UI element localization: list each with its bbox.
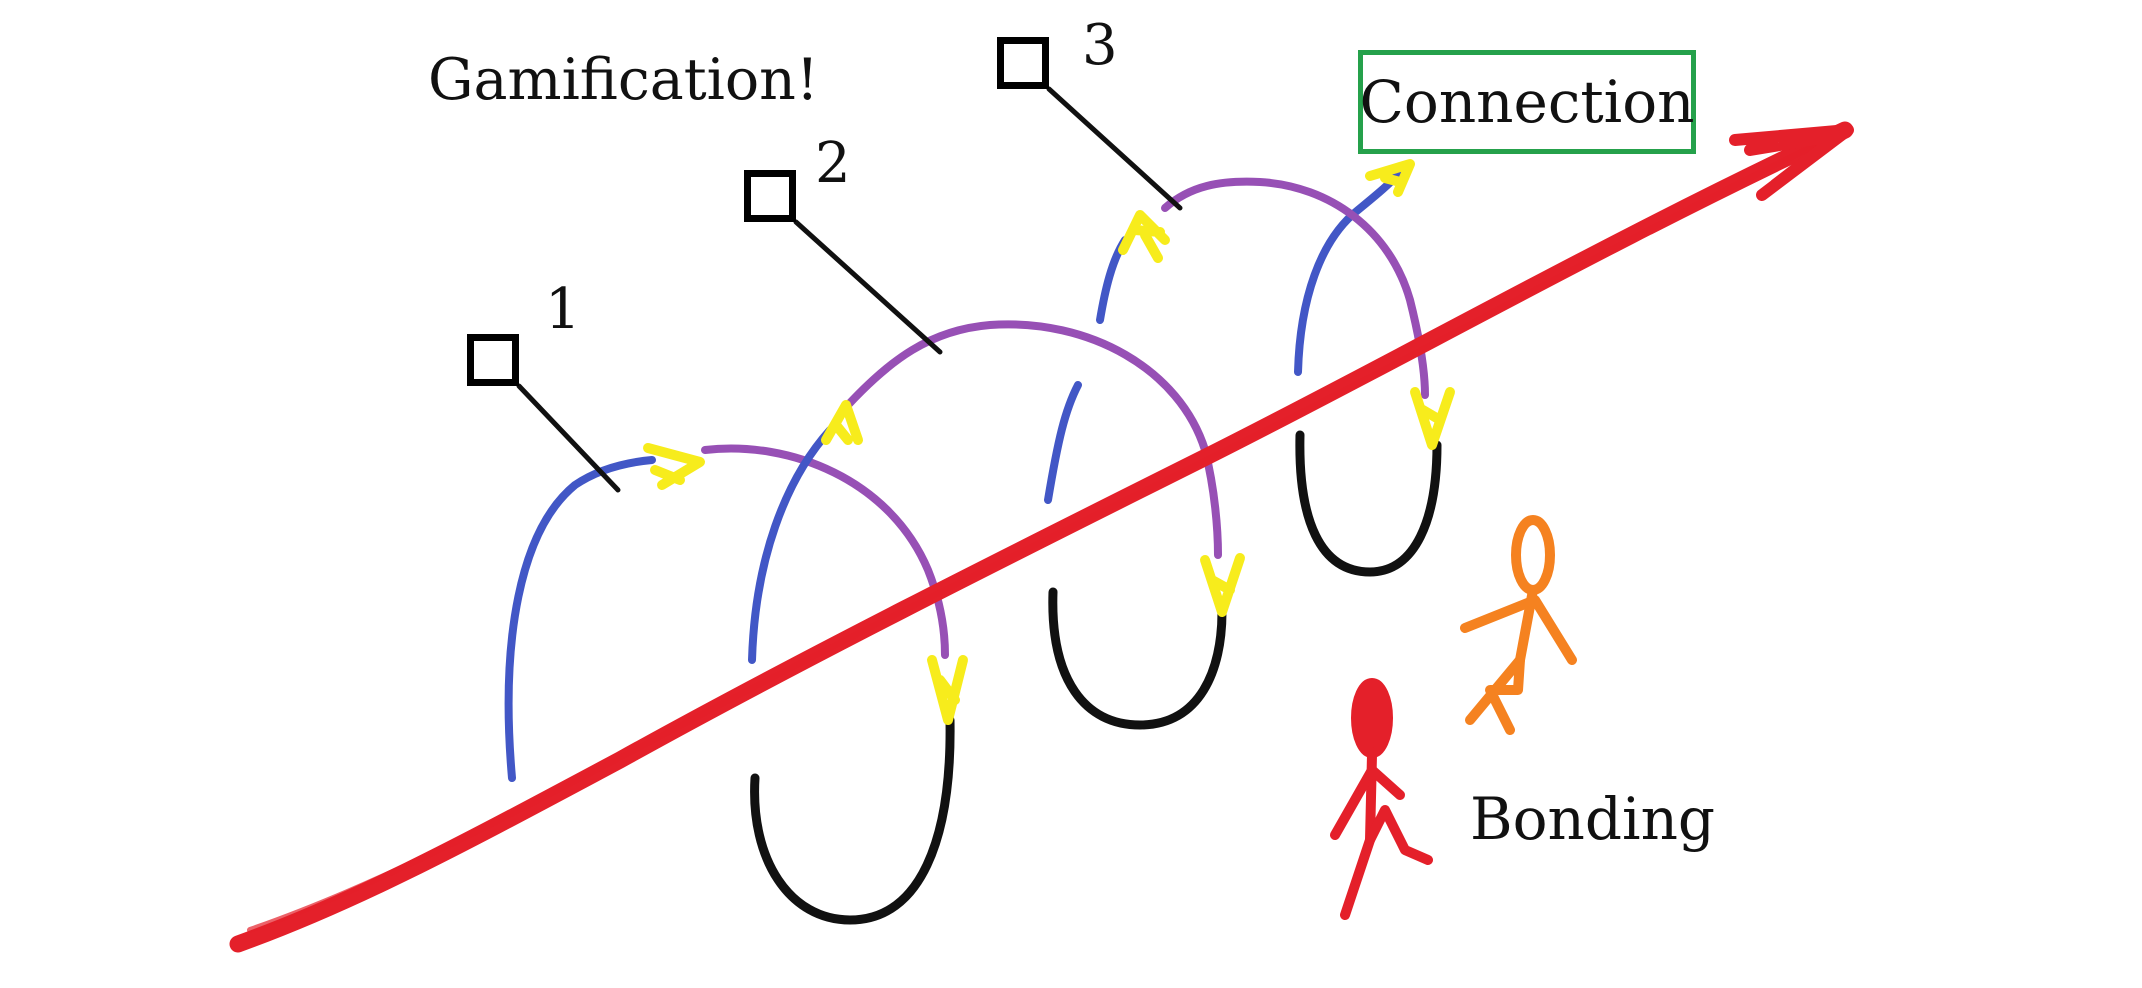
- loop-3-black-bottom: [1295, 430, 1442, 577]
- orange-figure-head: [1511, 515, 1555, 595]
- step-3-checkbox[interactable]: [997, 37, 1049, 89]
- loop-1: [504, 443, 968, 925]
- loop-1-arrowhead-down: [927, 655, 968, 725]
- gamification-label: Gamification!: [428, 47, 819, 113]
- red-trend-arrow-icon: [229, 121, 1854, 953]
- loop-2: [748, 320, 1245, 730]
- connection-label: Connection: [1359, 68, 1695, 136]
- loop-2-arrowhead-down: [1200, 553, 1245, 617]
- red-stick-figure-icon: [1330, 678, 1433, 920]
- step-1-number: 1: [545, 277, 581, 342]
- orange-figure-legs: [1465, 655, 1525, 735]
- leader-line-3: [1046, 86, 1183, 211]
- step-3-number: 3: [1082, 13, 1118, 78]
- leader-line-1: [516, 383, 621, 493]
- orange-figure-arms: [1460, 595, 1577, 665]
- step-2-checkbox[interactable]: [744, 170, 796, 222]
- loop-2-black-bottom: [1048, 587, 1227, 730]
- trend-arrow-head: [1729, 124, 1854, 201]
- bonding-label: Bonding: [1470, 785, 1716, 853]
- loop-1-arrowhead-top: [643, 443, 705, 490]
- loop-2-blue-rise: [748, 426, 834, 664]
- loop-3-arrowhead-down: [1410, 387, 1455, 450]
- orange-stick-figure-icon: [1460, 515, 1577, 735]
- loop-2-arrowhead-top: [821, 400, 863, 445]
- step-1-checkbox[interactable]: [467, 334, 519, 386]
- red-figure-arms: [1330, 765, 1405, 840]
- trend-arrow-shaft-texture: [247, 135, 1833, 933]
- loop-1-black-bottom: [750, 715, 955, 925]
- loop-1-purple-arc: [701, 444, 949, 659]
- loop-1-blue-rise: [504, 456, 656, 782]
- loop-3-blue-rise-lower: [1044, 381, 1082, 504]
- red-figure-head: [1351, 678, 1393, 758]
- loop-3-arrowhead-top-right: [1365, 159, 1415, 197]
- step-2-number: 2: [815, 131, 851, 196]
- loop-3-blue-inner-rise: [1294, 168, 1404, 376]
- loop-2-purple-arc: [844, 320, 1222, 559]
- connection-box: Connection: [1358, 50, 1696, 154]
- red-figure-legs: [1340, 805, 1433, 920]
- leader-lines: [516, 86, 1183, 493]
- loop-3-arrowhead-top-left: [1118, 210, 1170, 263]
- leader-line-2: [793, 219, 943, 355]
